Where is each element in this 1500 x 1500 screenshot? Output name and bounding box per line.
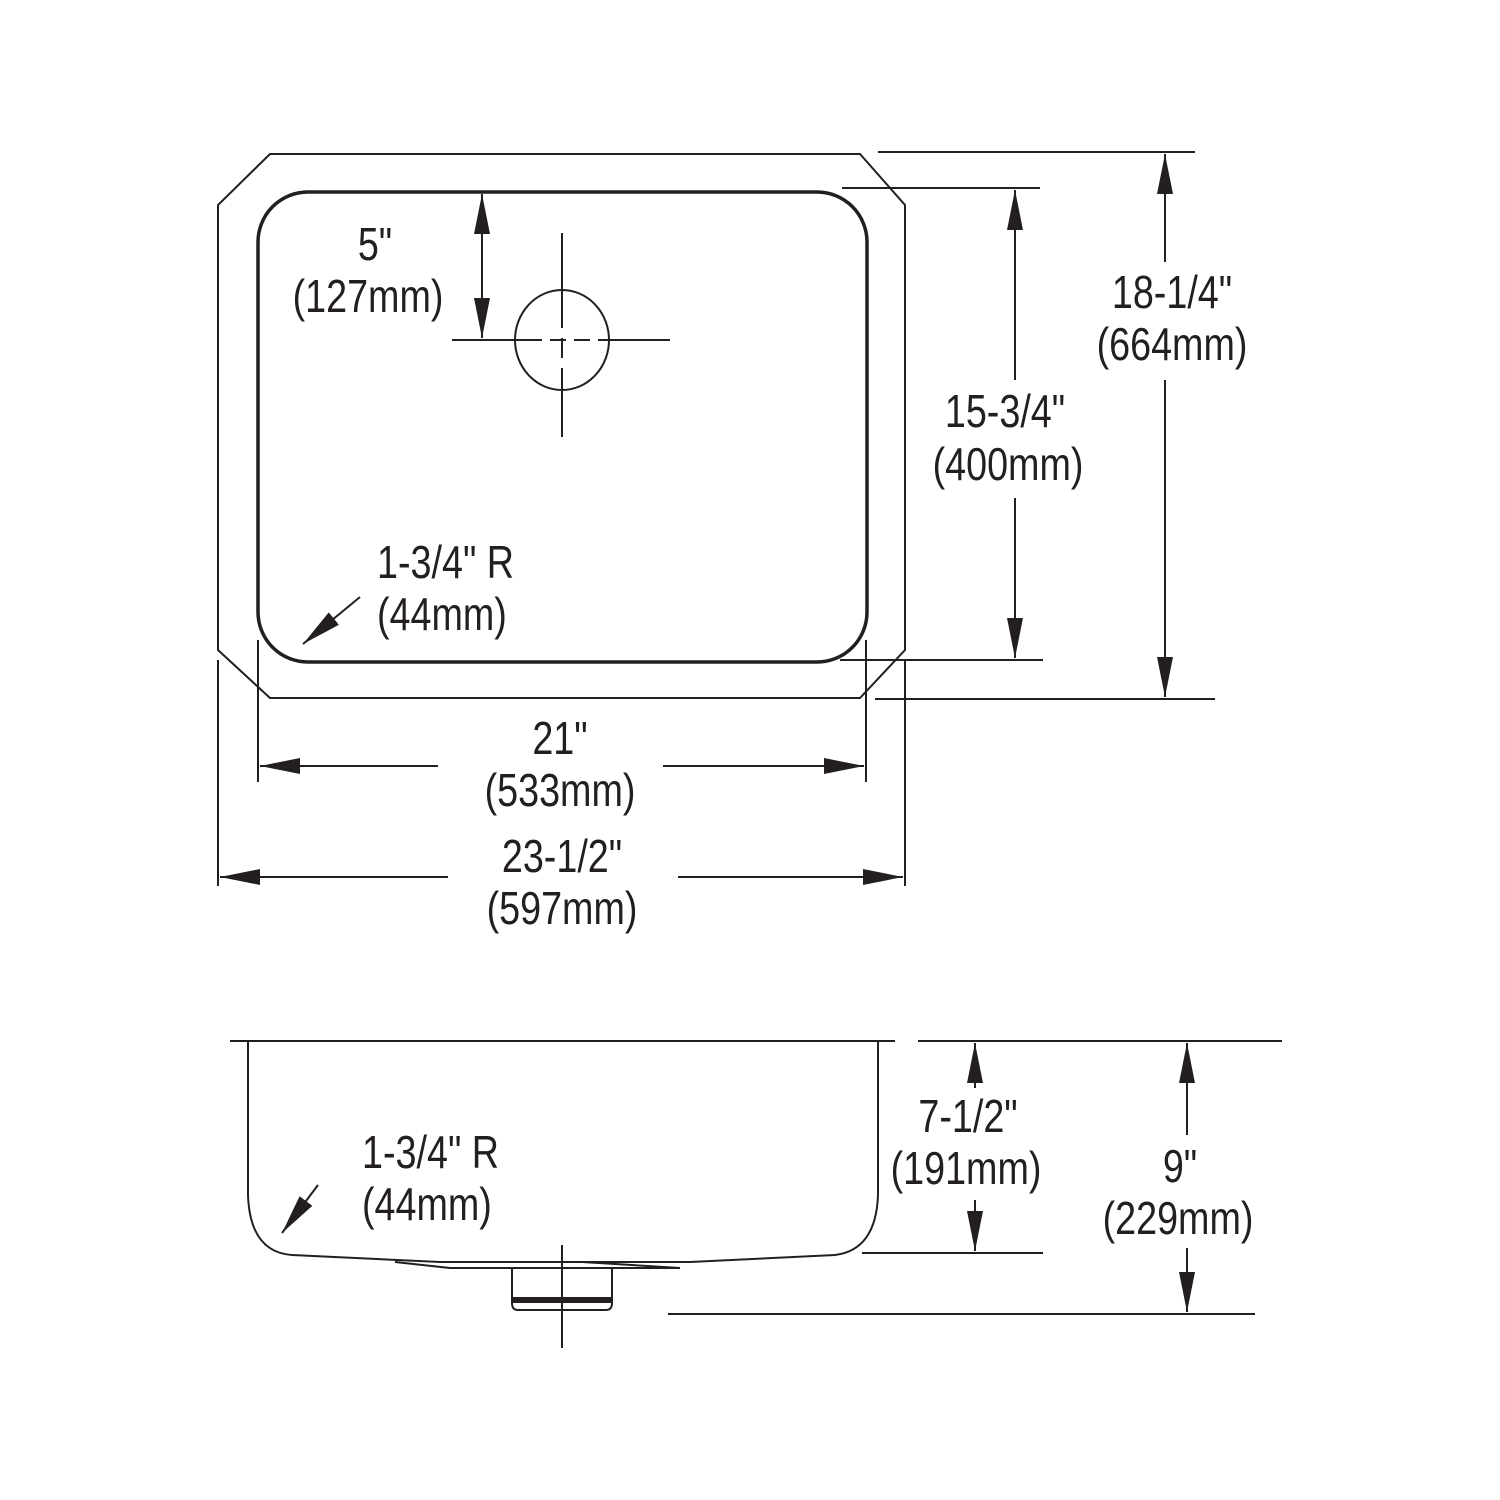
overall-length-in: 18-1/4" <box>1112 266 1232 317</box>
corner-radius-mm: (44mm) <box>377 588 507 639</box>
top-view: 5" (127mm) 1-3/4" R (44mm) 15-3/4" (400m… <box>217 151 1248 934</box>
corner-radius-in: 1-3/4" R <box>377 536 514 587</box>
drain-offset-mm: (127mm) <box>293 270 444 321</box>
corner-radius-leader <box>281 1184 319 1234</box>
bowl-depth-mm: (191mm) <box>891 1142 1042 1193</box>
corner-radius-leader <box>302 596 361 645</box>
side-corner-radius-mm: (44mm) <box>362 1178 492 1229</box>
side-view: 1-3/4" R (44mm) 7-1/2" (191mm) 9" (229mm… <box>230 1040 1282 1348</box>
overall-depth-mm: (229mm) <box>1103 1192 1254 1243</box>
bowl-width-in: 21" <box>532 712 587 763</box>
overall-depth-in: 9" <box>1163 1140 1197 1191</box>
bowl-width-mm: (533mm) <box>485 764 636 815</box>
overall-width-in: 23-1/2" <box>502 830 622 881</box>
overall-width-mm: (597mm) <box>487 882 638 933</box>
sink-rim-outline <box>217 153 906 699</box>
side-corner-radius-in: 1-3/4" R <box>362 1126 499 1177</box>
bowl-outline <box>256 190 869 664</box>
bowl-length-in: 15-3/4" <box>945 385 1065 436</box>
bowl-profile <box>247 1041 879 1263</box>
bowl-depth-in: 7-1/2" <box>918 1090 1017 1141</box>
drain-offset-in: 5" <box>358 218 392 269</box>
overall-length-mm: (664mm) <box>1097 318 1248 369</box>
bowl-length-mm: (400mm) <box>933 438 1084 489</box>
